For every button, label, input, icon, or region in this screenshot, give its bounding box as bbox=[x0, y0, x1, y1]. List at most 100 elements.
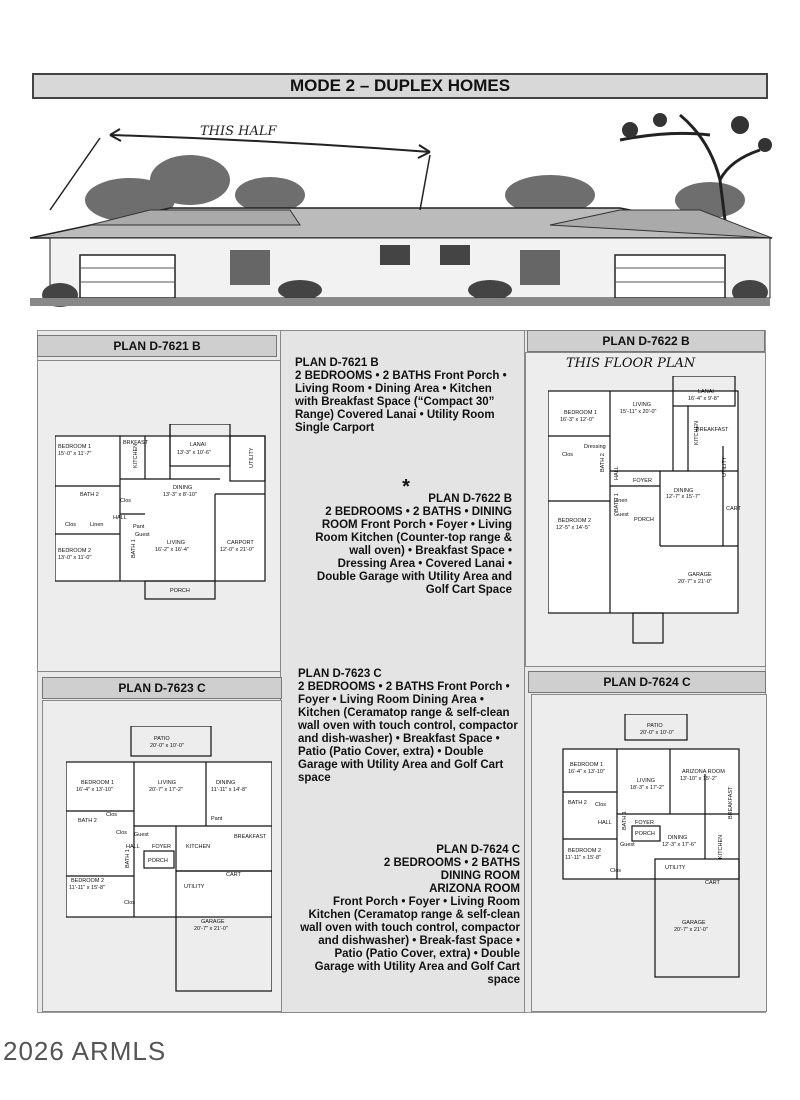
room-label: Guest bbox=[135, 532, 150, 538]
room-label: LIVING bbox=[167, 540, 185, 546]
room-label: GARAGE bbox=[688, 572, 712, 578]
room-label: BATH 2 bbox=[78, 818, 97, 824]
plan-7624-heading: PLAN D-7624 C bbox=[528, 671, 766, 693]
room-label: Guest bbox=[620, 842, 635, 848]
room-label: BATH 2 bbox=[80, 492, 99, 498]
room-label: BREAKFAST bbox=[728, 786, 734, 819]
page-title: MODE 2 – DUPLEX HOMES bbox=[32, 73, 768, 99]
plan-7621-heading: PLAN D-7621 B bbox=[37, 335, 277, 357]
room-label: PATIO bbox=[154, 736, 170, 742]
room-label: 15'-11" x 20'-0" bbox=[620, 409, 657, 415]
room-label: BEDROOM 1 bbox=[81, 780, 114, 786]
room-label: BEDROOM 1 bbox=[570, 762, 603, 768]
room-label: Clos bbox=[116, 830, 127, 836]
room-label: 13'-3" x 10'-6" bbox=[177, 450, 211, 456]
room-label: 20'-7" x 17'-2" bbox=[149, 787, 183, 793]
room-label: 13'-0" x 11'-0" bbox=[58, 555, 91, 561]
room-label: 11'-11" x 15'-8" bbox=[565, 855, 601, 861]
room-label: Guest bbox=[614, 512, 629, 518]
room-label: BEDROOM 1 bbox=[58, 444, 91, 450]
plan-7622-floorplan: BEDROOM 1 16'-3" x 12'-0" LIVING 15'-11"… bbox=[548, 376, 742, 644]
room-label: Clos bbox=[124, 900, 135, 906]
room-label: FOYER bbox=[633, 478, 652, 484]
room-label: BEDROOM 2 bbox=[568, 848, 601, 854]
room-label: DINING bbox=[173, 485, 192, 491]
room-label: Guest bbox=[134, 832, 149, 838]
room-label: FOYER bbox=[635, 820, 654, 826]
room-label: LIVING bbox=[633, 402, 651, 408]
room-label: HALL bbox=[614, 466, 620, 480]
room-label: LIVING bbox=[158, 780, 176, 786]
room-label: BATH 2 bbox=[568, 800, 587, 806]
room-label: 12'-5" x 14'-5" bbox=[556, 525, 590, 531]
this-half-label: THIS HALF bbox=[200, 124, 278, 139]
room-label: UTILITY bbox=[184, 884, 205, 890]
room-label: 18'-3" x 17'-2" bbox=[630, 785, 664, 791]
room-label: 16'-3" x 12'-0" bbox=[560, 417, 594, 423]
room-label: BRKFAST bbox=[123, 440, 149, 446]
room-label: BATH 1 bbox=[622, 811, 628, 830]
room-label: Clos bbox=[65, 522, 76, 528]
room-label: BEDROOM 1 bbox=[564, 410, 597, 416]
room-label: ARIZONA ROOM bbox=[682, 769, 725, 775]
this-half-arrow bbox=[109, 134, 431, 153]
room-label: BATH 1 bbox=[131, 539, 137, 558]
room-label: UTILITY bbox=[249, 447, 255, 468]
room-label: KITCHEN bbox=[133, 444, 139, 468]
room-label: KITCHEN bbox=[694, 421, 700, 445]
room-label: GARAGE bbox=[201, 919, 225, 925]
room-label: Clos bbox=[562, 452, 573, 458]
room-label: LANAI bbox=[190, 442, 206, 448]
room-label: 20'-7" x 21'-0" bbox=[194, 926, 228, 932]
room-label: HALL bbox=[126, 844, 140, 850]
room-label: 13'-10" x 15'-2" bbox=[680, 776, 717, 782]
room-label: 20'-7" x 21'-0" bbox=[674, 927, 708, 933]
room-label: 16'-4" x 13'-10" bbox=[76, 787, 113, 793]
plan-7622-heading: PLAN D-7622 B bbox=[527, 330, 765, 352]
room-label: BATH 1 bbox=[125, 849, 131, 868]
room-label: PATIO bbox=[647, 723, 663, 729]
plan-7621-description: PLAN D-7621 B 2 BEDROOMS • 2 BATHS Front… bbox=[295, 357, 507, 434]
room-label: 11'-11" x 14'-8" bbox=[211, 787, 247, 793]
room-label: 12'-7" x 15'-7" bbox=[666, 494, 700, 500]
room-label: Linen bbox=[614, 498, 627, 504]
room-label: KITCHEN bbox=[186, 844, 210, 850]
room-label: 12'-3" x 17'-6" bbox=[662, 842, 696, 848]
room-label: 16'-4" x 13'-10" bbox=[568, 769, 605, 775]
room-label: 11'-11" x 15'-8" bbox=[69, 885, 105, 891]
plan-7623-floorplan: PATIO 20'-0" x 10'-0" BEDROOM 1 16'-4" x… bbox=[66, 726, 272, 992]
plan-7623-heading: PLAN D-7623 C bbox=[42, 677, 282, 699]
this-floor-plan-note: THIS FLOOR PLAN bbox=[566, 356, 696, 371]
duplex-illustration: THIS HALF bbox=[29, 113, 773, 307]
plan-7624-floorplan: PATIO 20'-0" x 10'-0" BEDROOM 1 16'-4" x… bbox=[562, 714, 740, 978]
room-label: Dressing bbox=[584, 444, 606, 450]
room-label: CART bbox=[726, 506, 742, 512]
plan-7624-description: PLAN D-7624 C 2 BEDROOMS • 2 BATHS DININ… bbox=[300, 844, 520, 986]
mls-watermark: 2026 ARMLS bbox=[3, 1036, 167, 1066]
room-label: Pant bbox=[211, 816, 223, 822]
room-label: 15'-0" x 11'-7" bbox=[58, 451, 91, 457]
room-label: PORCH bbox=[170, 588, 190, 594]
sky-trees bbox=[85, 155, 745, 222]
room-label: GARAGE bbox=[682, 920, 706, 926]
room-label: 16'-2" x 16'-4" bbox=[155, 547, 189, 553]
room-label: DINING bbox=[668, 835, 687, 841]
room-label: CART bbox=[226, 872, 242, 878]
room-label: Clos bbox=[595, 802, 606, 808]
left-garage-door bbox=[79, 254, 176, 299]
room-label: Clos bbox=[610, 868, 621, 874]
tree-branches bbox=[619, 113, 761, 221]
room-label: 13'-3" x 8'-10" bbox=[163, 492, 197, 498]
room-label: LIVING bbox=[637, 778, 655, 784]
room-label: BREAKFAST bbox=[696, 427, 729, 433]
room-label: BEDROOM 2 bbox=[58, 548, 91, 554]
room-label: PORCH bbox=[148, 858, 168, 864]
description-column bbox=[280, 330, 525, 1013]
room-label: 12'-0" x 21'-0" bbox=[220, 547, 254, 553]
room-label: BATH 2 bbox=[600, 453, 606, 472]
room-label: PORCH bbox=[635, 831, 655, 837]
room-label: CARPORT bbox=[227, 540, 254, 546]
room-label: BATH 1 bbox=[614, 493, 620, 512]
room-label: 20'-0" x 10'-0" bbox=[150, 743, 184, 749]
plan-7623-description: PLAN D-7623 C 2 BEDROOMS • 2 BATHS Front… bbox=[298, 668, 518, 784]
